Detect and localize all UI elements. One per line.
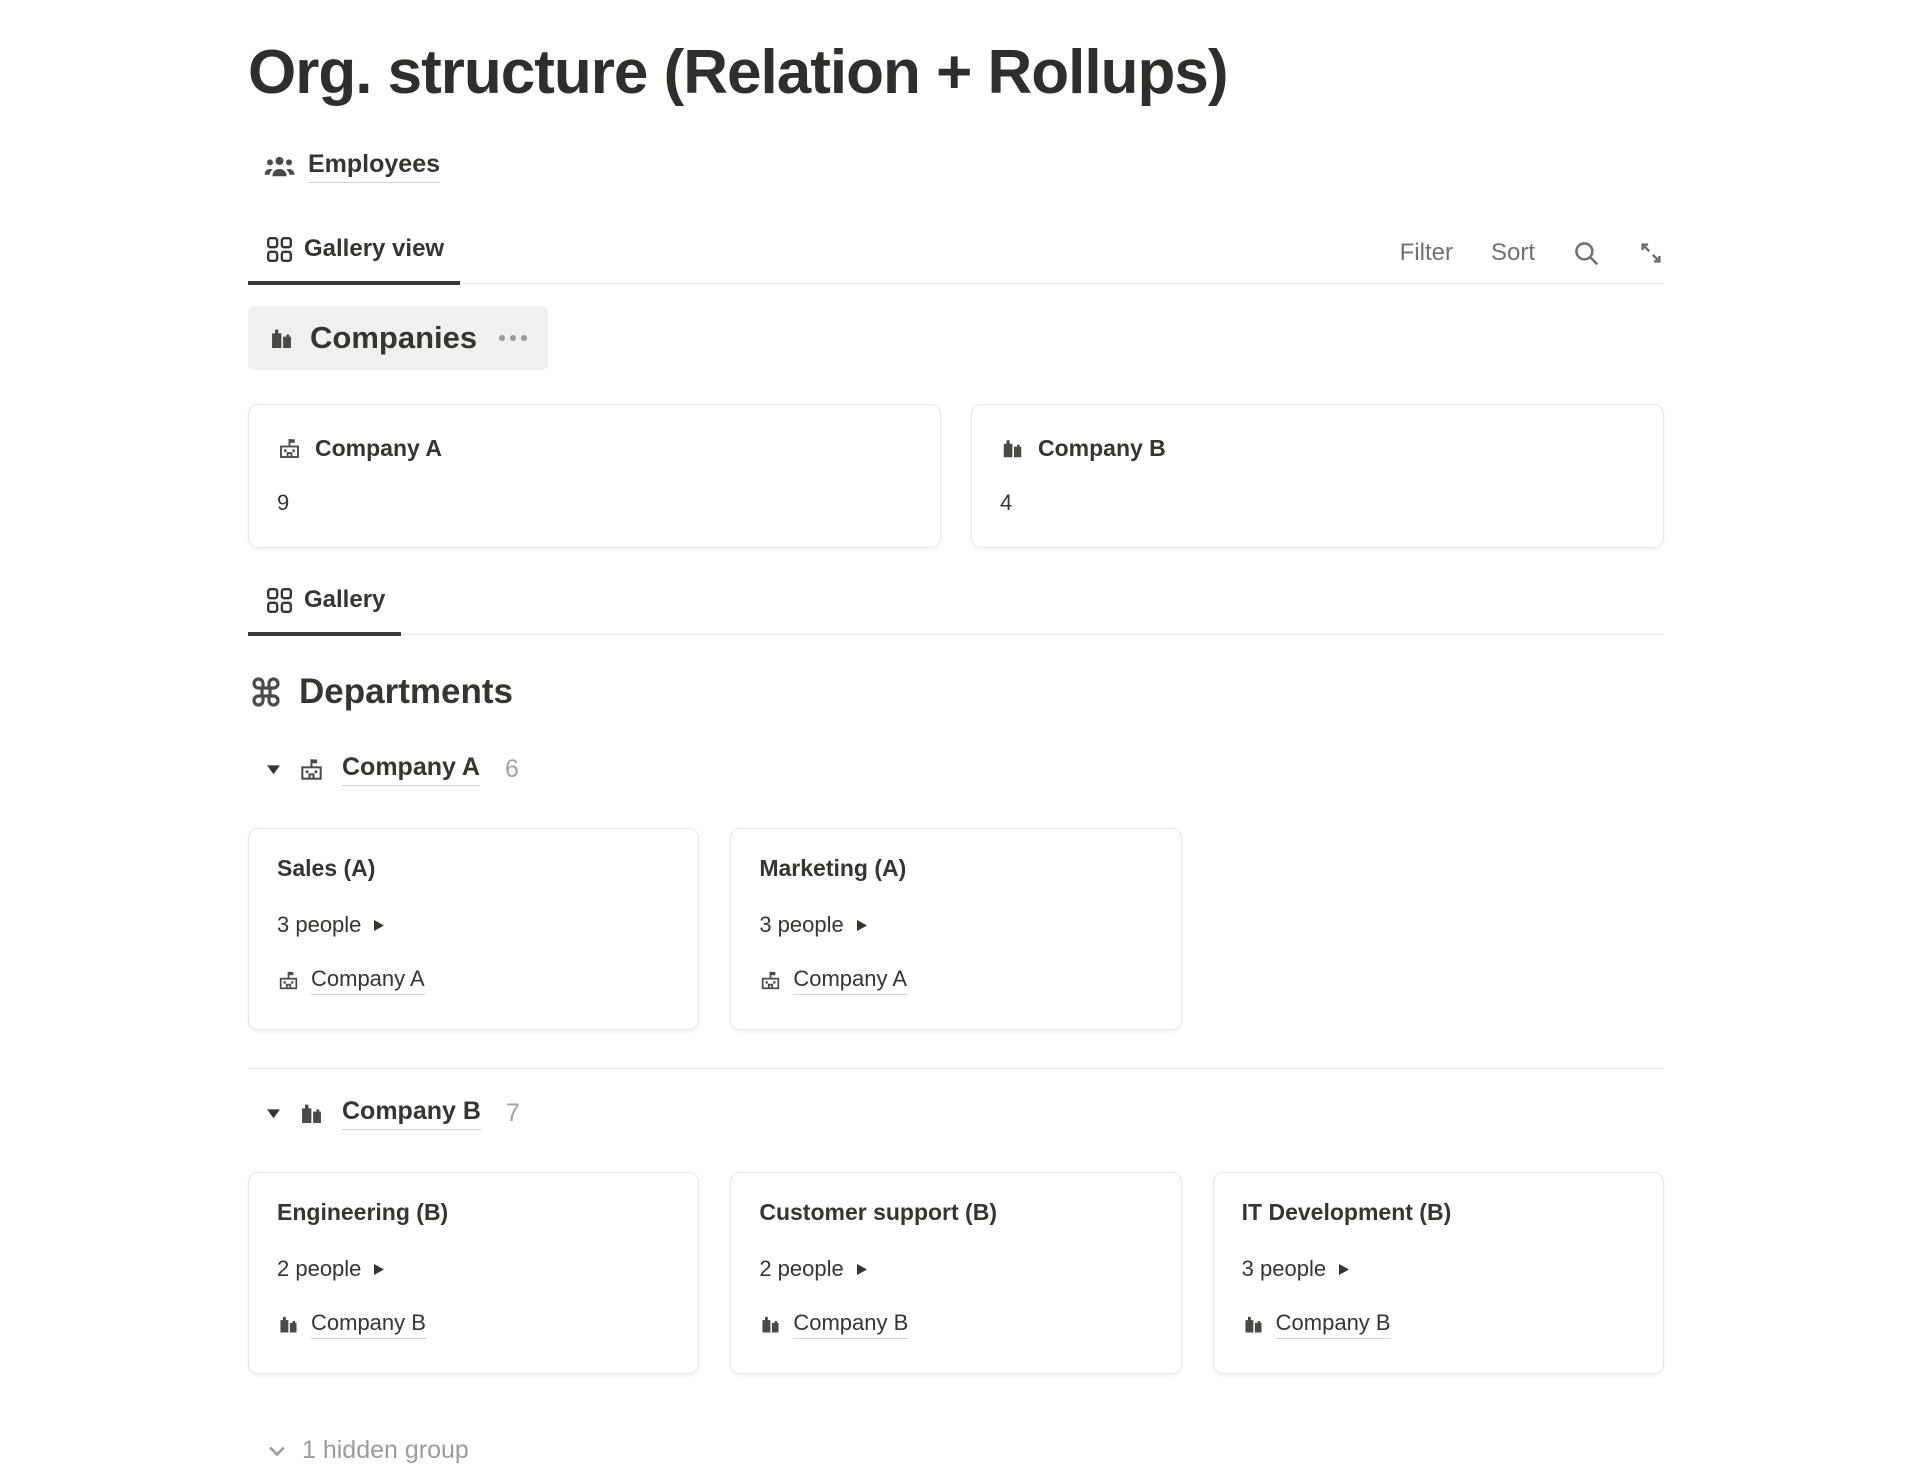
people-count: 3 people xyxy=(759,912,844,938)
search-icon[interactable] xyxy=(1573,240,1600,267)
page: Org. structure (Relation + Rollups) Empl… xyxy=(248,38,1664,1465)
companies-gallery: Company A 9 Company B 4 xyxy=(248,404,1664,549)
collapse-triangle-icon[interactable] xyxy=(266,763,281,776)
company-card-b[interactable]: Company B 4 xyxy=(971,404,1664,549)
collapse-triangle-icon[interactable] xyxy=(266,1107,281,1120)
people-count: 2 people xyxy=(759,1256,844,1282)
ellipsis-icon[interactable] xyxy=(498,333,528,343)
department-card-sales-a[interactable]: Sales (A) 3 people xyxy=(248,828,700,1031)
department-title: Customer support (B) xyxy=(759,1199,997,1226)
group-count: 6 xyxy=(504,755,519,784)
department-title: Sales (A) xyxy=(277,855,376,882)
relation-link[interactable]: Company B xyxy=(793,1310,909,1340)
company-card-name: Company B xyxy=(1038,435,1166,462)
departments-title: Departments xyxy=(299,672,513,712)
view-toolbar: Gallery view Filter Sort xyxy=(248,235,1664,286)
group-link[interactable]: Company B xyxy=(342,1097,481,1131)
expand-arrow-icon[interactable] xyxy=(372,918,385,933)
department-title: Engineering (B) xyxy=(277,1199,449,1226)
tab-label: Gallery view xyxy=(304,235,445,263)
school-building-icon xyxy=(298,756,325,783)
department-card-marketing-a[interactable]: Marketing (A) 3 people xyxy=(730,828,1182,1031)
school-building-icon xyxy=(277,969,300,992)
departments-gallery-company-b: Engineering (B) 2 people Company B Custo… xyxy=(248,1172,1664,1375)
gallery-toolbar: Gallery xyxy=(248,586,1664,637)
relation-link[interactable]: Company A xyxy=(311,966,425,996)
gallery-grid-icon xyxy=(266,236,293,263)
people-count: 3 people xyxy=(1241,1256,1327,1282)
people-icon xyxy=(264,156,295,177)
gallery-grid-icon xyxy=(266,587,293,614)
office-building-icon xyxy=(298,1100,325,1127)
department-card-customer-support-b[interactable]: Customer support (B) 2 people Company B xyxy=(730,1172,1182,1375)
expand-arrow-icon[interactable] xyxy=(1337,1262,1350,1277)
company-card-name: Company A xyxy=(315,435,442,462)
tab-gallery-view[interactable]: Gallery view xyxy=(248,235,461,286)
expand-diagonal-icon[interactable] xyxy=(1638,240,1664,266)
office-building-icon xyxy=(759,1313,782,1336)
employees-link[interactable]: Employees xyxy=(308,150,441,184)
company-card-a[interactable]: Company A 9 xyxy=(248,404,941,549)
group-header-company-a: Company A 6 xyxy=(266,753,1664,787)
tab-gallery[interactable]: Gallery xyxy=(248,586,402,637)
expand-arrow-icon[interactable] xyxy=(855,918,868,933)
sort-button[interactable]: Sort xyxy=(1490,239,1535,267)
chevron-down-icon xyxy=(266,1440,288,1462)
company-rollup-value: 4 xyxy=(1000,490,1013,516)
company-rollup-value: 9 xyxy=(277,490,290,516)
companies-group-header[interactable]: Companies xyxy=(248,306,549,371)
filter-button[interactable]: Filter xyxy=(1399,239,1453,267)
tab-label: Gallery xyxy=(304,586,386,614)
companies-group-title: Companies xyxy=(310,320,478,356)
expand-arrow-icon[interactable] xyxy=(855,1262,868,1277)
relation-link[interactable]: Company B xyxy=(1275,1310,1391,1340)
school-building-icon xyxy=(277,436,302,461)
hidden-group-toggle[interactable]: 1 hidden group xyxy=(266,1436,1664,1465)
relation-link[interactable]: Company B xyxy=(311,1310,426,1340)
office-building-icon xyxy=(1000,436,1025,461)
department-title: Marketing (A) xyxy=(759,855,907,882)
people-count: 2 people xyxy=(277,1256,362,1282)
toolbar-actions: Filter Sort xyxy=(1400,239,1664,283)
page-title: Org. structure (Relation + Rollups) xyxy=(248,38,1229,107)
group-link[interactable]: Company A xyxy=(342,753,480,787)
source-database-row: Employees xyxy=(264,150,1664,184)
department-title: IT Development (B) xyxy=(1241,1199,1452,1226)
office-building-icon xyxy=(268,325,295,352)
relation-link[interactable]: Company A xyxy=(793,966,908,996)
group-divider xyxy=(248,1068,1664,1070)
departments-header: Departments xyxy=(250,671,1664,713)
hidden-group-label: 1 hidden group xyxy=(302,1436,469,1465)
people-count: 3 people xyxy=(277,912,362,938)
office-building-icon xyxy=(1242,1313,1265,1336)
command-icon xyxy=(250,676,282,708)
group-count: 7 xyxy=(505,1099,520,1128)
department-card-it-development-b[interactable]: IT Development (B) 3 people Company B xyxy=(1212,1172,1664,1375)
office-building-icon xyxy=(277,1313,300,1336)
school-building-icon xyxy=(759,969,782,992)
expand-arrow-icon[interactable] xyxy=(372,1262,385,1277)
group-header-company-b: Company B 7 xyxy=(266,1097,1664,1131)
department-card-engineering-b[interactable]: Engineering (B) 2 people Company B xyxy=(248,1172,700,1375)
departments-gallery-company-a: Sales (A) 3 people xyxy=(248,828,1664,1031)
